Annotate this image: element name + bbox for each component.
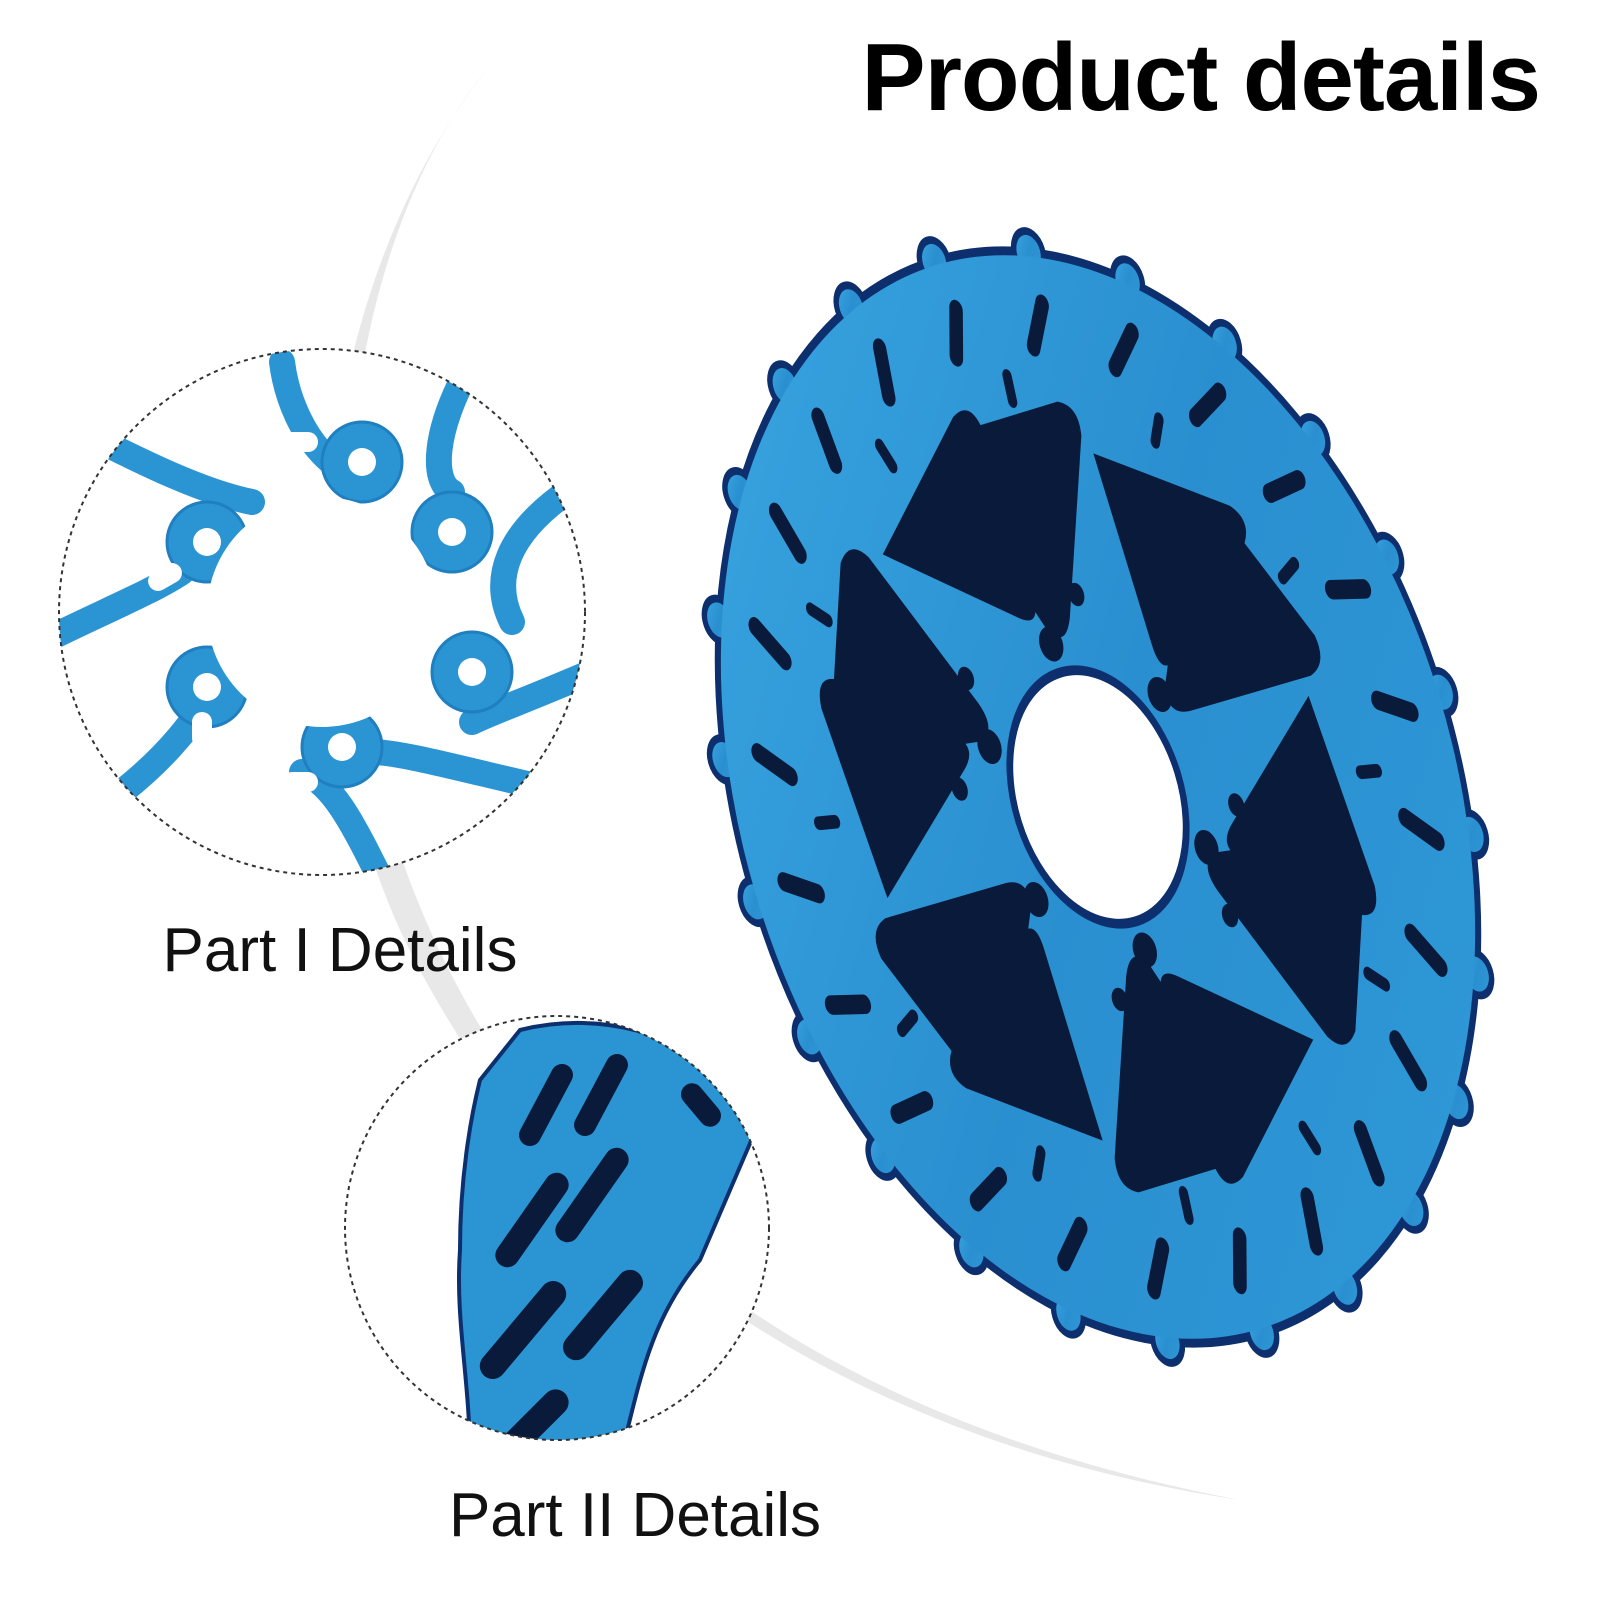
part-1-caption: Part I Details (162, 916, 518, 985)
brake-rotor (701, 227, 1495, 1367)
detail-circle-part-1 (58, 348, 586, 876)
rotor-slots (748, 294, 1448, 1300)
page-title: Product details (861, 24, 1541, 131)
detail-circle-part-2 (344, 1015, 770, 1441)
rotor-hub-opening (1006, 665, 1190, 929)
rotor-spoke-windows (819, 401, 1377, 1193)
rotor-bolt-holes (951, 582, 1245, 1012)
part-2-caption: Part II Details (448, 1481, 822, 1550)
